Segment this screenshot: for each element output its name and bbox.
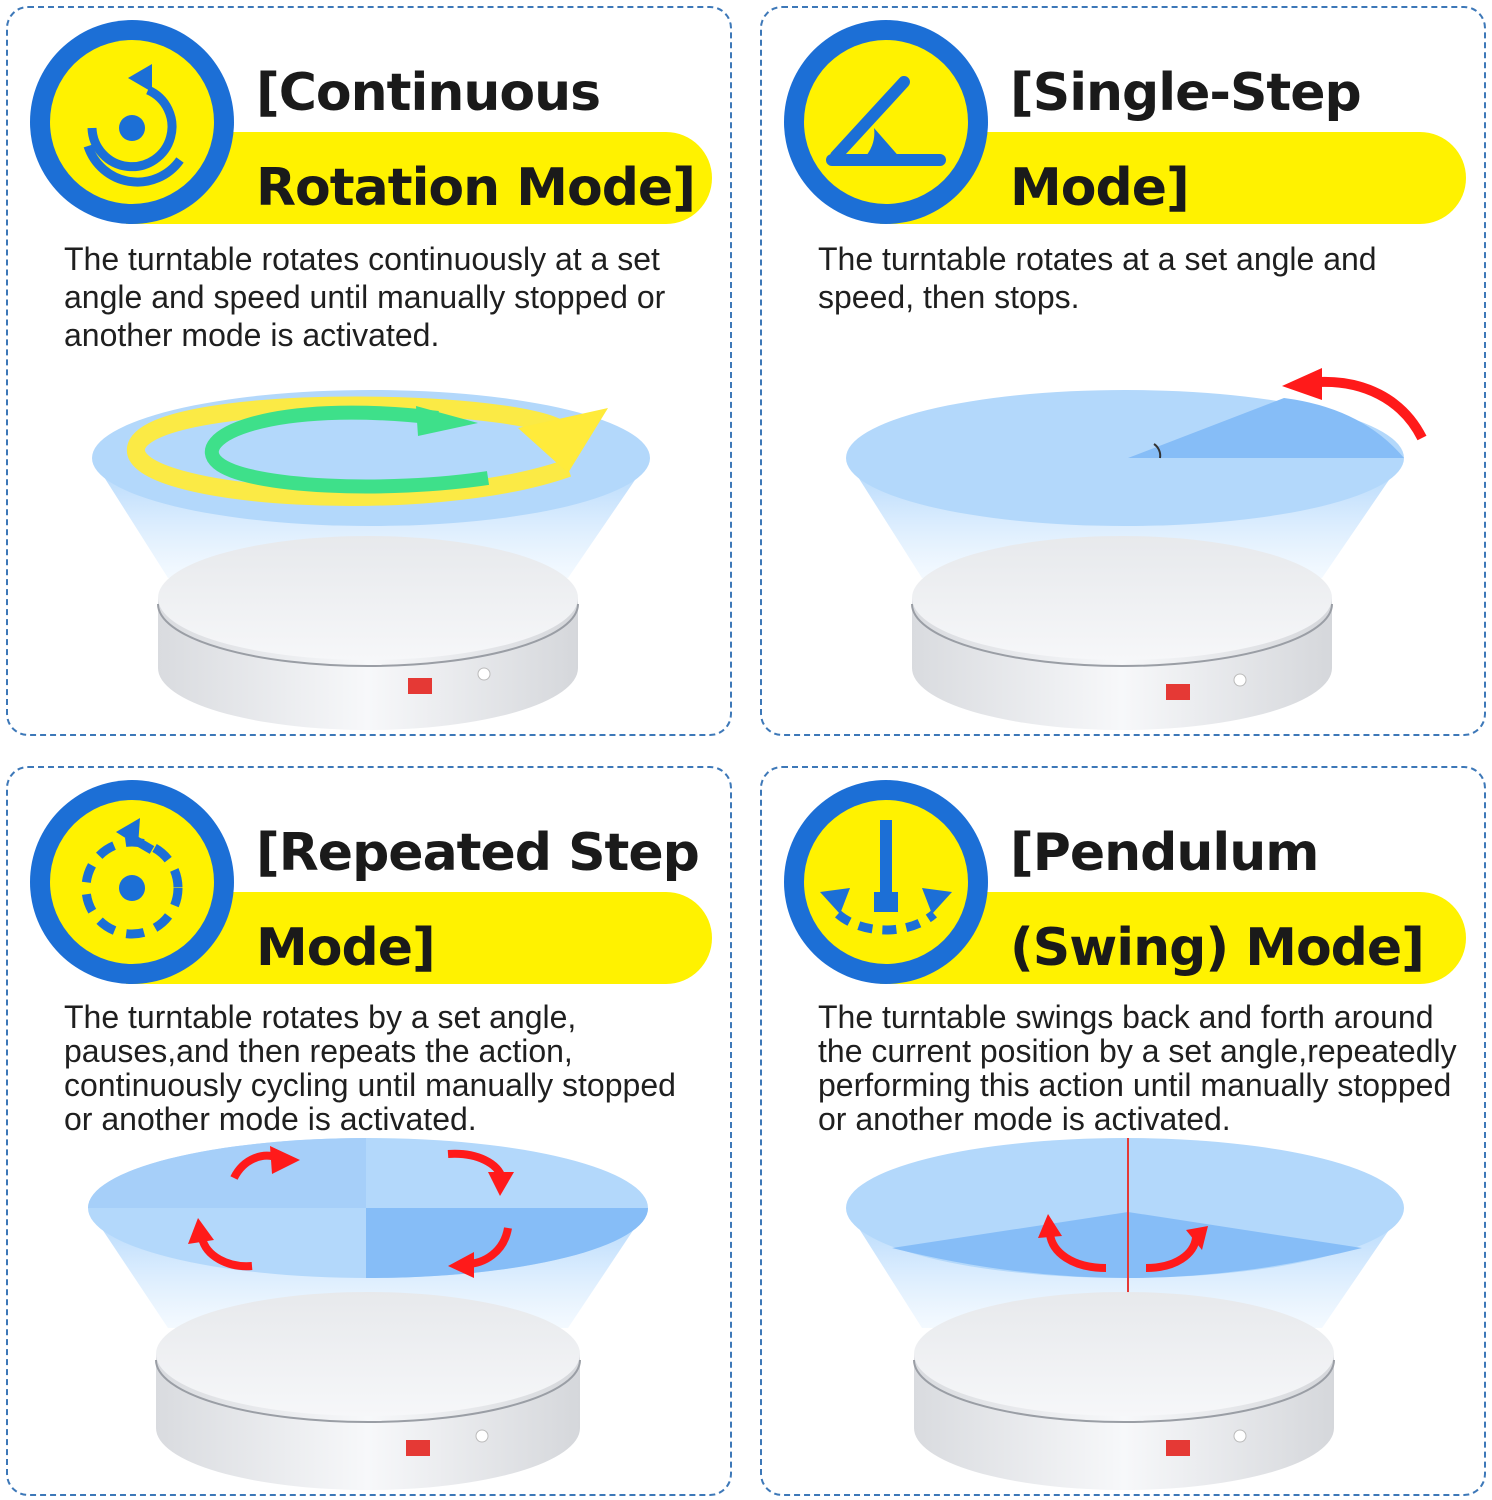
continuous-rotation-icon — [30, 20, 234, 224]
mode-description: The turntable rotates at a set angle and… — [818, 241, 1377, 315]
power-switch — [406, 1440, 430, 1456]
red-rotation-arrow — [1317, 376, 1427, 441]
indicator-knob — [477, 667, 491, 681]
power-switch — [1166, 1440, 1190, 1456]
indicator-knob — [475, 1429, 489, 1443]
title-line-1: [Continuous — [256, 63, 601, 123]
red-arrow-left — [1046, 1233, 1107, 1272]
power-switch — [408, 678, 432, 694]
mode-description: The turntable rotates by a set angle, pa… — [64, 999, 676, 1137]
mode-card-pendulum: [Pendulum (Swing) Mode] The turntable sw… — [760, 766, 1486, 1496]
title-line-2: Mode] — [256, 918, 436, 978]
red-arrow-right — [1145, 1237, 1200, 1272]
red-arrow-bottom-left — [198, 1236, 253, 1271]
title-line-1: [Repeated Step — [256, 823, 700, 883]
title-line-2: Mode] — [1010, 158, 1190, 218]
turntable-illustration — [8, 368, 730, 734]
mode-card-continuous: [Continuous Rotation Mode] The turntable… — [6, 6, 732, 736]
green-rotation-arrow — [205, 405, 490, 494]
title-line-1: [Single-Step — [1010, 63, 1362, 123]
yellow-rotation-arrow — [127, 396, 577, 506]
mode-card-single-step: [Single-Step Mode] The turntable rotates… — [760, 6, 1486, 736]
title-line-1: [Pendulum — [1010, 823, 1319, 883]
rotation-sector — [1128, 398, 1404, 458]
pendulum-icon — [784, 780, 988, 984]
turntable-illustration — [762, 368, 1484, 734]
mode-card-repeated-step: [Repeated Step Mode] The turntable rotat… — [6, 766, 732, 1496]
power-switch — [1166, 684, 1190, 700]
indicator-knob — [1233, 1429, 1247, 1443]
title-line-2: Rotation Mode] — [256, 158, 696, 218]
turntable-illustration — [8, 1128, 730, 1494]
repeated-step-icon — [30, 780, 234, 984]
mode-description: The turntable swings back and forth arou… — [818, 999, 1457, 1137]
angle-icon — [784, 20, 988, 224]
turntable-illustration — [762, 1128, 1484, 1494]
mode-description: The turntable rotates continuously at a … — [64, 241, 666, 353]
indicator-knob — [1233, 673, 1247, 687]
title-line-2: (Swing) Mode] — [1010, 918, 1425, 978]
